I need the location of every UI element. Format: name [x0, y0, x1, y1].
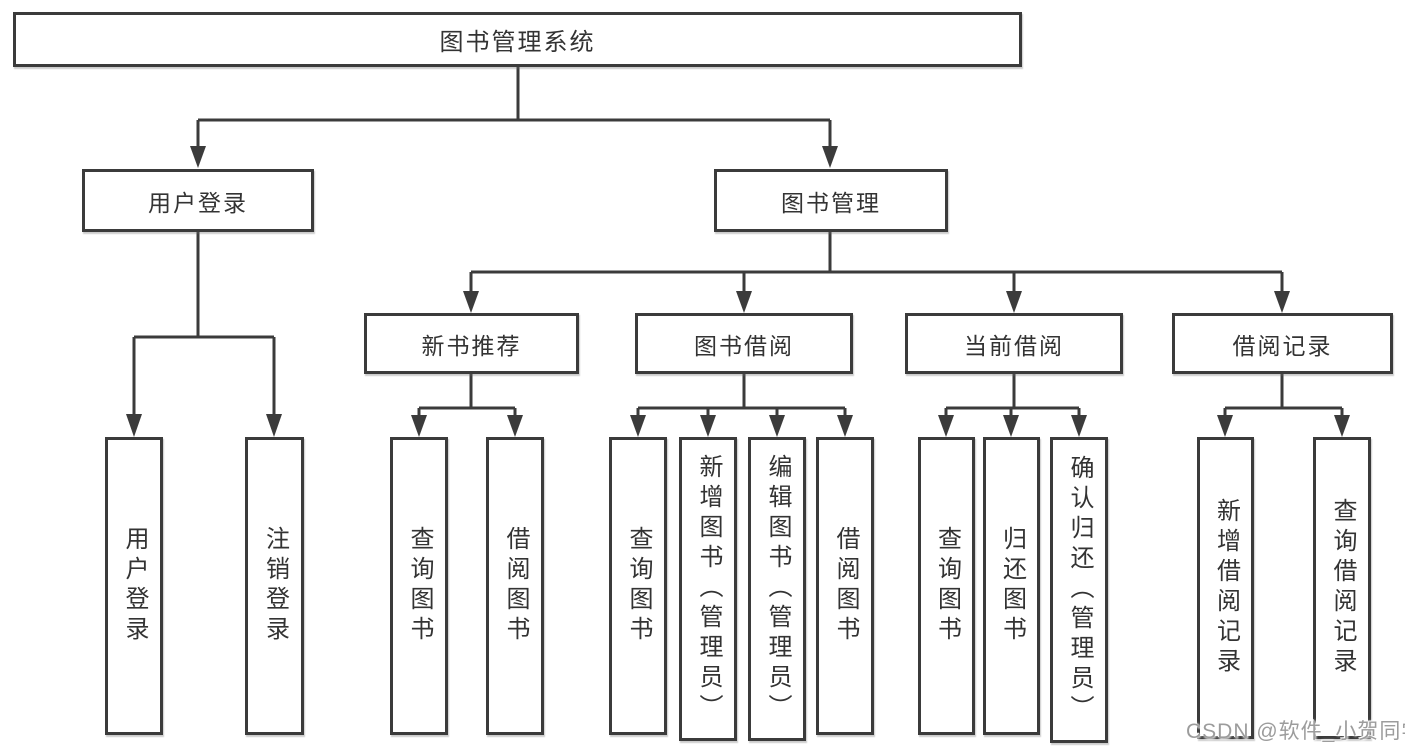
arrow-down-icon [126, 414, 142, 437]
arrow-down-icon [1217, 415, 1233, 437]
leaf-borrowing-borrow-books: 借阅图书 [816, 437, 874, 735]
arrow-down-icon [1334, 415, 1350, 437]
leaf-user-login: 用户登录 [105, 437, 163, 735]
leaf-newbooks-query-books: 查询图书 [390, 437, 448, 735]
node-new-book-recommend: 新书推荐 [364, 313, 579, 374]
leaf-current-query-books: 查询图书 [918, 437, 975, 735]
arrow-down-icon [1274, 291, 1290, 313]
node-borrow-records: 借阅记录 [1172, 313, 1393, 374]
connector-newbooks-to-children [417, 373, 517, 421]
leaf-records-query-record: 查询借阅记录 [1313, 437, 1371, 739]
leaf-current-confirm-return-admin: 确认归还（管理员） [1050, 437, 1108, 743]
arrow-down-icon [1003, 415, 1019, 437]
connector-root-to-level2 [196, 66, 832, 150]
arrow-down-icon [938, 415, 954, 437]
connector-userlogin-to-children [132, 232, 276, 419]
arrow-down-icon [463, 291, 479, 313]
arrow-down-icon [1006, 291, 1022, 313]
arrow-down-icon [266, 414, 282, 437]
node-book-borrowing: 图书借阅 [635, 313, 853, 374]
node-user-login: 用户登录 [82, 169, 314, 232]
arrow-down-icon [837, 415, 853, 437]
node-book-management: 图书管理 [714, 169, 948, 232]
connector-current-to-children [944, 373, 1081, 421]
arrow-down-icon [411, 415, 427, 437]
leaf-current-return-books: 归还图书 [983, 437, 1040, 735]
arrowheads [126, 146, 1350, 437]
leaf-records-add-record: 新增借阅记录 [1197, 437, 1254, 739]
arrow-down-icon [190, 146, 206, 168]
connector-bookmgmt-to-level3 [469, 232, 1284, 296]
arrow-down-icon [769, 415, 785, 437]
node-root-system: 图书管理系统 [13, 12, 1022, 67]
arrow-down-icon [822, 146, 838, 168]
leaf-newbooks-borrow-books: 借阅图书 [486, 437, 544, 735]
arrow-down-icon [736, 291, 752, 313]
node-current-borrowing: 当前借阅 [905, 313, 1123, 374]
csdn-watermark: CSDN @软件_小贺同学 [1186, 720, 1405, 743]
connector-records-to-children [1223, 373, 1344, 421]
connector-borrowing-to-children [636, 373, 847, 421]
leaf-borrowing-query-books: 查询图书 [609, 437, 667, 735]
arrow-down-icon [507, 415, 523, 437]
leaf-logout: 注销登录 [245, 437, 304, 735]
arrow-down-icon [1071, 415, 1087, 437]
leaf-borrowing-edit-books-admin: 编辑图书（管理员） [748, 437, 806, 741]
arrow-down-icon [630, 415, 646, 437]
arrow-down-icon [700, 415, 716, 437]
leaf-borrowing-add-books-admin: 新增图书（管理员） [679, 437, 737, 741]
